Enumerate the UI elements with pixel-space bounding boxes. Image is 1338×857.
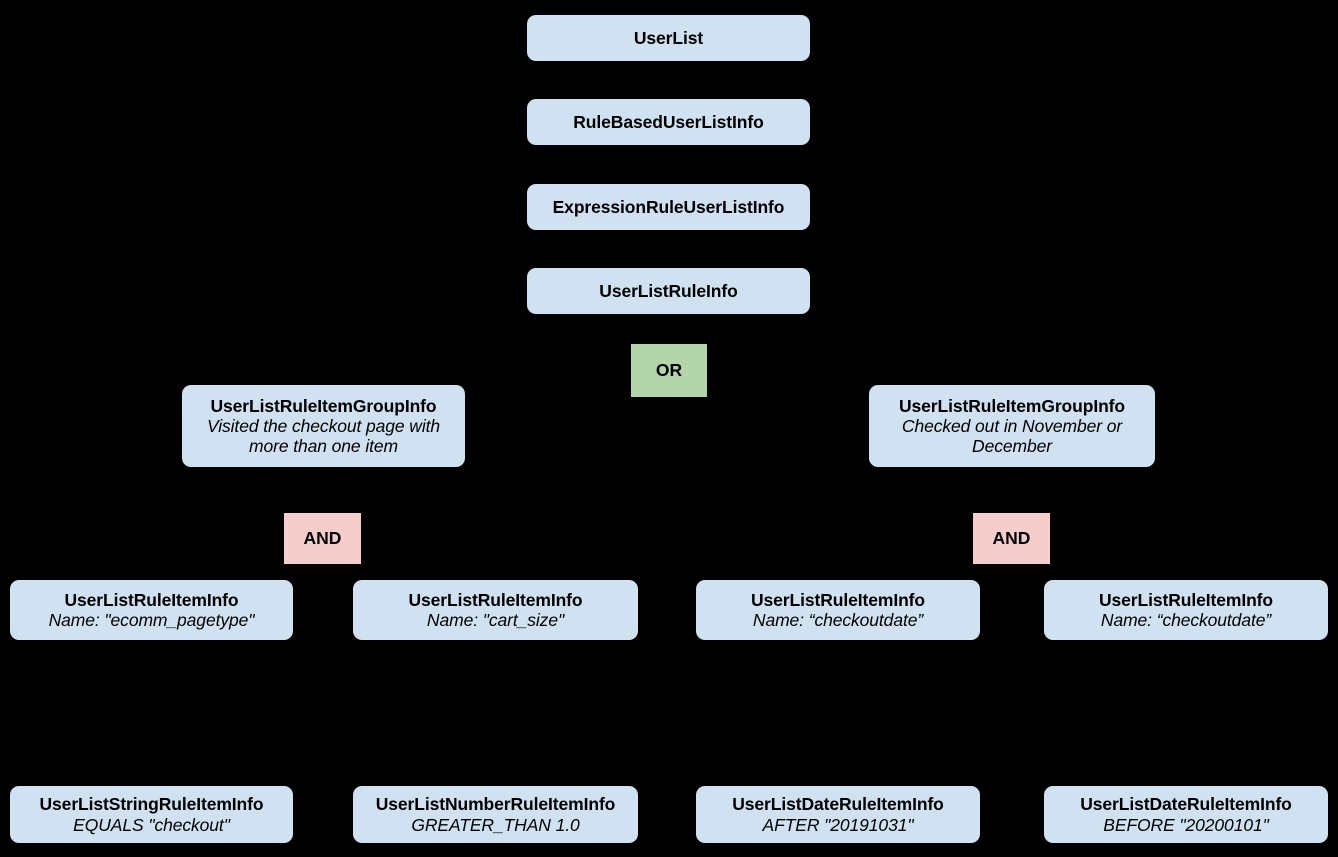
- node-rule-item-group-right[interactable]: UserListRuleItemGroupInfo Checked out in…: [869, 385, 1155, 467]
- node-rule-item-3-subtitle: Name: “checkoutdate”: [752, 610, 924, 630]
- node-leaf-item-1-subtitle: EQUALS "checkout": [73, 814, 230, 835]
- node-userlist-title: UserList: [633, 27, 704, 48]
- node-leaf-item-1[interactable]: UserListStringRuleItemInfo EQUALS "check…: [10, 786, 293, 843]
- operator-and-left-label: AND: [303, 528, 342, 549]
- edge-and-right-to-item-4: [1033, 563, 1187, 581]
- node-rulebaseduserlistinfo[interactable]: RuleBasedUserListInfo: [527, 99, 810, 145]
- node-rule-item-group-right-title: UserListRuleItemGroupInfo: [899, 395, 1125, 416]
- node-rule-item-1-title: UserListRuleItemInfo: [64, 589, 239, 610]
- operator-and-right-label: AND: [992, 528, 1031, 549]
- edge-and-right-to-item-3: [837, 563, 991, 581]
- node-leaf-item-4[interactable]: UserListDateRuleItemInfo BEFORE "2020010…: [1044, 786, 1328, 843]
- node-leaf-item-4-title: UserListDateRuleItemInfo: [1080, 794, 1292, 815]
- node-leaf-item-2-subtitle: GREATER_THAN 1.0: [411, 814, 580, 835]
- node-leaf-item-2[interactable]: UserListNumberRuleItemInfo GREATER_THAN …: [353, 786, 638, 843]
- node-rule-item-3-title: UserListRuleItemInfo: [751, 589, 925, 610]
- operator-or[interactable]: OR: [631, 344, 707, 397]
- node-rule-item-group-left[interactable]: UserListRuleItemGroupInfo Visited the ch…: [182, 385, 465, 467]
- node-rule-item-group-left-title: UserListRuleItemGroupInfo: [210, 395, 437, 416]
- node-rule-item-4-subtitle: Name: “checkoutdate”: [1100, 610, 1272, 630]
- node-rule-item-4-title: UserListRuleItemInfo: [1099, 589, 1273, 610]
- node-leaf-item-3-subtitle: AFTER "20191031": [762, 814, 914, 835]
- node-expressionruleuserlistinfo-title: ExpressionRuleUserListInfo: [552, 196, 785, 217]
- node-leaf-item-3[interactable]: UserListDateRuleItemInfo AFTER "20191031…: [696, 786, 980, 843]
- edge-and-left-to-item-2: [344, 563, 496, 581]
- node-leaf-item-2-title: UserListNumberRuleItemInfo: [375, 794, 616, 815]
- node-userlist[interactable]: UserList: [527, 15, 810, 61]
- node-rule-item-1-subtitle: Name: "ecomm_pagetype": [48, 610, 255, 630]
- node-leaf-item-1-title: UserListStringRuleItemInfo: [39, 794, 264, 815]
- node-leaf-item-3-title: UserListDateRuleItemInfo: [732, 794, 944, 815]
- node-rulebaseduserlistinfo-title: RuleBasedUserListInfo: [573, 111, 764, 132]
- node-rule-item-2-subtitle: Name: "cart_size": [426, 610, 565, 630]
- node-expressionruleuserlistinfo[interactable]: ExpressionRuleUserListInfo: [527, 184, 810, 230]
- node-rule-item-4[interactable]: UserListRuleItemInfo Name: “checkoutdate…: [1044, 580, 1328, 640]
- node-leaf-item-4-subtitle: BEFORE "20200101": [1103, 814, 1269, 835]
- node-rule-item-3[interactable]: UserListRuleItemInfo Name: “checkoutdate…: [696, 580, 980, 640]
- edge-and-left-to-item-1: [150, 563, 301, 581]
- node-rule-item-2-title: UserListRuleItemInfo: [408, 589, 583, 610]
- operator-and-left[interactable]: AND: [284, 513, 361, 564]
- operator-and-right[interactable]: AND: [973, 513, 1050, 564]
- node-rule-item-group-right-subtitle: Checked out in November or December: [901, 415, 1123, 457]
- node-userlistruleinfo[interactable]: UserListRuleInfo: [527, 268, 810, 314]
- node-rule-item-group-left-subtitle: Visited the checkout page with more than…: [206, 415, 441, 457]
- node-rule-item-2[interactable]: UserListRuleItemInfo Name: "cart_size": [353, 580, 638, 640]
- node-rule-item-1[interactable]: UserListRuleItemInfo Name: "ecomm_pagety…: [10, 580, 293, 640]
- operator-or-label: OR: [655, 360, 683, 381]
- node-userlistruleinfo-title: UserListRuleInfo: [599, 280, 738, 301]
